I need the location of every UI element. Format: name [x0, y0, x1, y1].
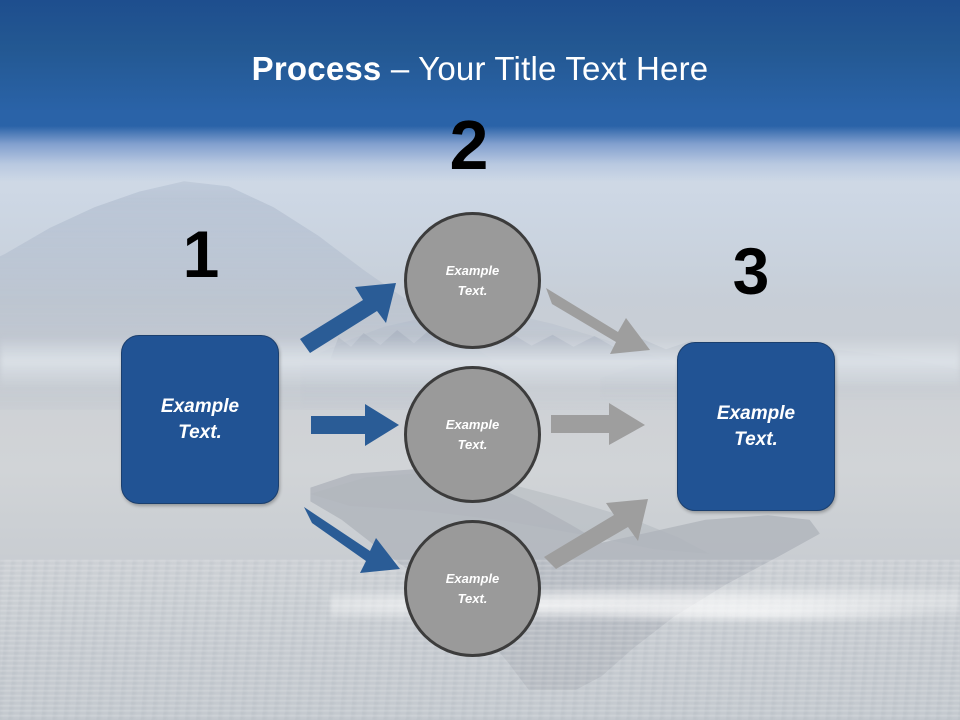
node-circle-top-label: Example Text.	[446, 261, 499, 300]
node-circle-bottom-line1: Example	[445, 571, 500, 586]
node-circle-top-line1: Example	[445, 263, 500, 278]
node-circle-middle-line1: Example	[445, 417, 500, 432]
node-end-box-line1: Example	[716, 402, 796, 424]
connector-bottom-to-end	[544, 499, 648, 569]
node-start-box-label: Example Text.	[161, 394, 239, 445]
page-title-rest: – Your Title Text Here	[381, 50, 709, 87]
surf-foam-secondary	[560, 600, 960, 626]
connector-start-to-top	[300, 283, 396, 353]
node-end-box[interactable]: Example Text.	[677, 342, 835, 511]
node-circle-middle-line2: Text.	[457, 436, 488, 452]
node-circle-bottom-line2: Text.	[457, 590, 488, 606]
node-circle-top[interactable]: Example Text.	[404, 212, 541, 349]
step-number-1: 1	[182, 217, 220, 291]
node-start-box-line2: Text.	[178, 421, 222, 443]
node-circle-middle-label: Example Text.	[446, 415, 499, 454]
title-banner	[0, 0, 960, 200]
connector-start-to-middle	[311, 404, 399, 446]
step-number-2: 2	[449, 106, 489, 184]
connector-start-to-bottom	[304, 507, 400, 573]
node-start-box-line1: Example	[160, 395, 240, 417]
step-number-3: 3	[732, 234, 770, 308]
page-title: Process – Your Title Text Here	[0, 50, 960, 88]
node-circle-top-line2: Text.	[457, 282, 488, 298]
node-start-box[interactable]: Example Text.	[121, 335, 279, 504]
node-circle-bottom-label: Example Text.	[446, 569, 499, 608]
node-end-box-label: Example Text.	[717, 401, 795, 452]
connector-middle-to-end	[551, 403, 645, 445]
page-title-strong: Process	[251, 50, 382, 87]
node-circle-middle[interactable]: Example Text.	[404, 366, 541, 503]
node-end-box-line2: Text.	[734, 428, 778, 450]
node-circle-bottom[interactable]: Example Text.	[404, 520, 541, 657]
connector-top-to-end	[546, 288, 650, 354]
